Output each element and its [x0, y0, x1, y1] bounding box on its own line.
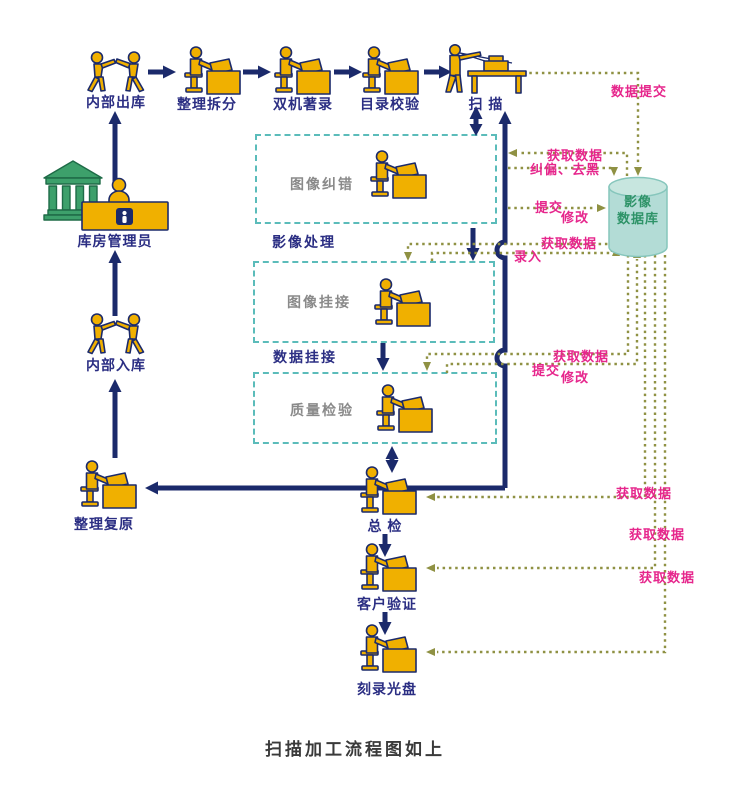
stage-box-quality-check	[253, 372, 497, 444]
flow-label-get-data-customer: 获取数据	[629, 527, 686, 542]
section-label-image-processing: 影像处理	[272, 234, 336, 250]
flow-label-get-data-top: 获取数据	[547, 148, 604, 163]
person-desk-icon	[366, 278, 432, 328]
flow-label-submit-2: 提交	[532, 363, 561, 378]
flow-label-modify-1: 修改	[561, 210, 590, 225]
database-label: 影像 数据库	[616, 194, 659, 226]
person-desk-icon	[266, 46, 332, 96]
scanner-station-icon	[444, 44, 530, 96]
two-people-handover-icon	[84, 50, 148, 94]
flow-label-submit-1: 提交	[535, 200, 564, 215]
person-desk-icon	[352, 466, 418, 516]
node-label-final-check: 总 检	[367, 518, 403, 534]
node-label-internal-inbound: 内部入库	[86, 357, 146, 373]
two-people-handover-icon	[84, 312, 148, 356]
flow-label-entry: 录入	[514, 249, 543, 264]
stage-label-image-linking: 图像挂接	[287, 294, 351, 310]
node-label-scan: 扫 描	[468, 96, 504, 112]
node-label-warehouse-manager: 库房管理员	[77, 233, 153, 249]
person-desk-icon	[354, 46, 420, 96]
stage-label-image-correction: 图像纠错	[290, 176, 354, 192]
node-label-customer-verify: 客户验证	[357, 596, 417, 612]
node-label-internal-outbound: 内部出库	[86, 94, 146, 110]
flow-label-modify-2: 修改	[561, 370, 590, 385]
bank-clerk-icon	[42, 158, 170, 234]
stage-box-image-linking	[253, 261, 495, 343]
node-label-catalog-check: 目录校验	[360, 96, 420, 112]
person-desk-icon	[352, 543, 418, 593]
node-label-sort-split: 整理拆分	[177, 96, 237, 112]
flow-label-deskew-deblack: 纠偏、去黑	[530, 162, 601, 177]
diagram-caption: 扫描加工流程图如上	[265, 740, 445, 759]
node-label-dual-cataloging: 双机著录	[273, 96, 333, 112]
stage-label-quality-check: 质量检验	[290, 402, 354, 418]
flow-label-get-data-dl: 获取数据	[553, 349, 610, 364]
flow-label-get-data-final: 获取数据	[616, 486, 673, 501]
person-desk-icon	[352, 624, 418, 674]
person-desk-icon	[368, 384, 434, 434]
flow-label-get-data-linking: 获取数据	[541, 236, 598, 251]
person-desk-icon	[72, 460, 138, 510]
flow-label-data-submit: 数据提交	[611, 84, 668, 99]
section-label-data-linking: 数据挂接	[273, 349, 337, 365]
stage-box-image-correction	[255, 134, 497, 224]
person-desk-icon	[362, 150, 428, 200]
flow-label-get-data-burn: 获取数据	[639, 570, 696, 585]
node-label-restore: 整理复原	[74, 516, 134, 532]
person-desk-icon	[176, 46, 242, 96]
node-label-burn-disc: 刻录光盘	[357, 681, 417, 697]
